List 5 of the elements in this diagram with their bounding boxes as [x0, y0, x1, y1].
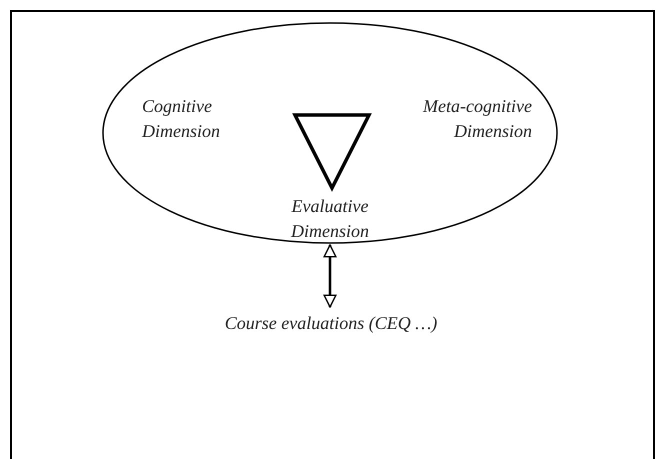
node-text: Course evaluations (CEQ …): [224, 312, 438, 335]
dimension-label: Evaluative Dimension: [290, 195, 370, 243]
dimension-label: Meta-cognitive Dimension: [422, 95, 532, 143]
double-arrow: [323, 244, 337, 308]
dimension-label: Cognitive Dimension: [142, 95, 221, 143]
